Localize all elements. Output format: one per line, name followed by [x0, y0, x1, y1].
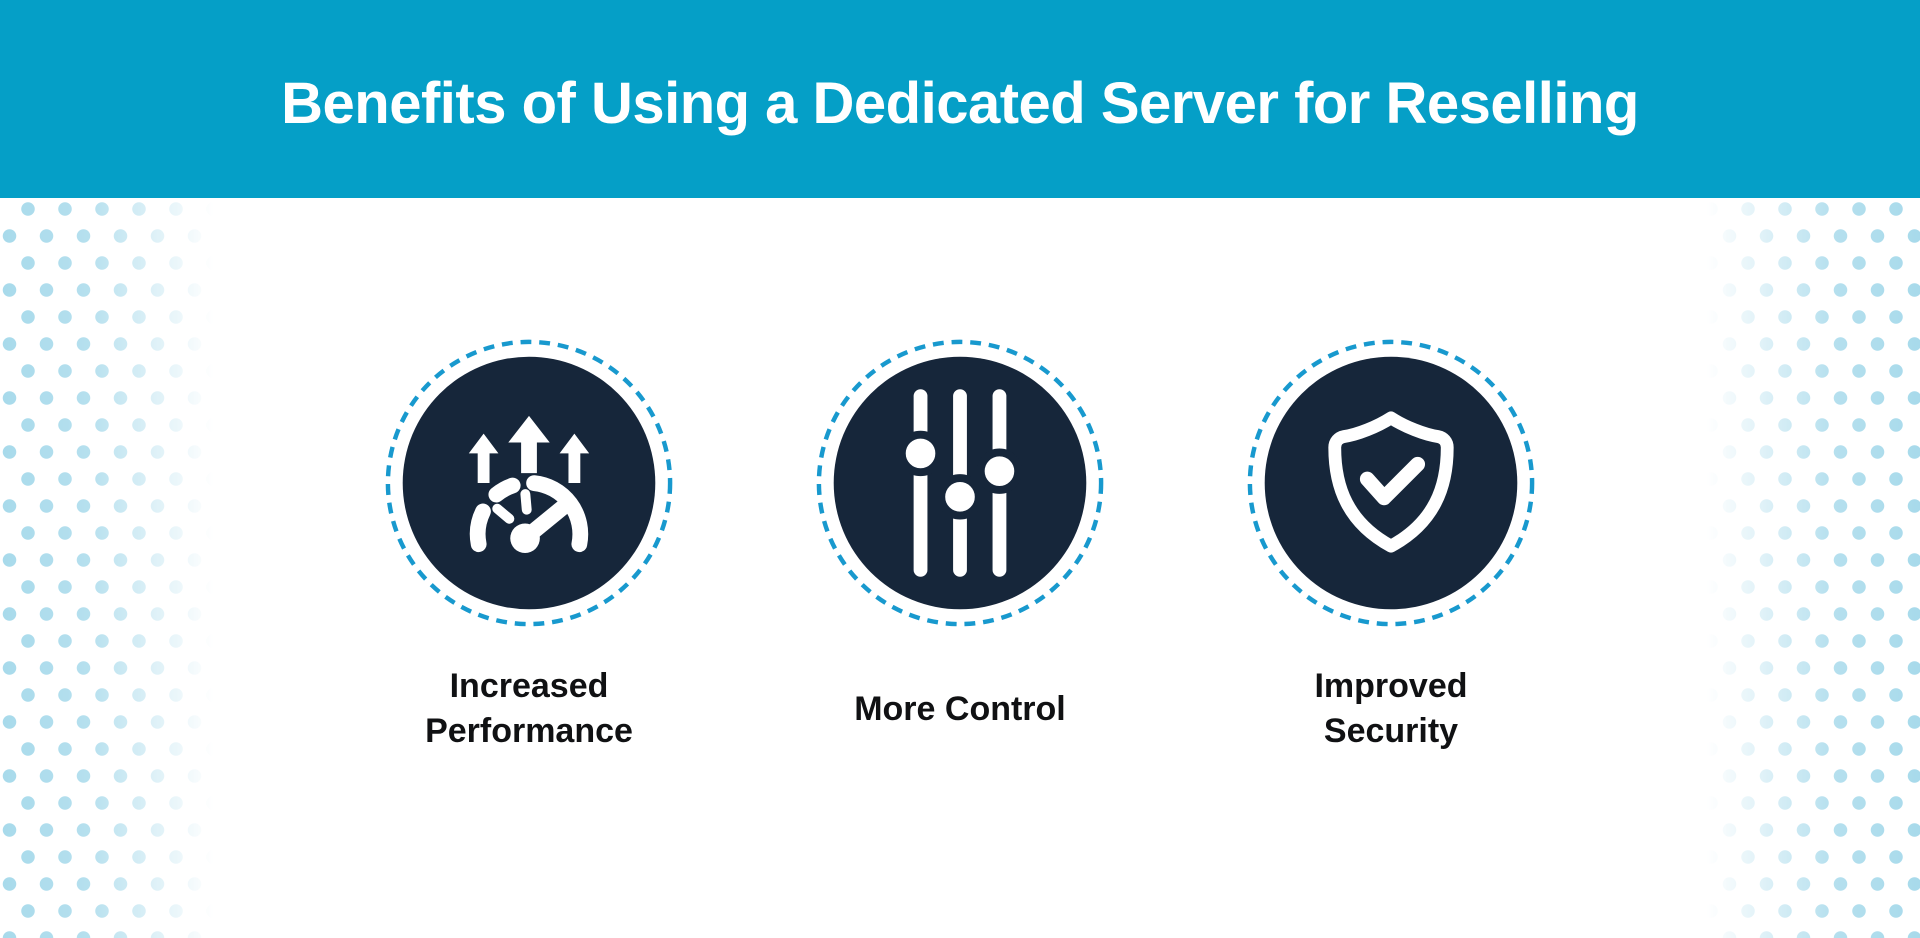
benefit-card-increased-performance: Increased Performance	[359, 335, 699, 763]
benefit-medallion	[812, 335, 1108, 631]
dashed-ring	[816, 339, 1104, 627]
benefit-medallion	[381, 335, 677, 631]
page-title: Benefits of Using a Dedicated Server for…	[281, 70, 1639, 136]
dashed-ring	[385, 339, 673, 627]
speedometer-glyph	[468, 415, 590, 554]
header-banner: Benefits of Using a Dedicated Server for…	[0, 0, 1920, 198]
sliders-glyph	[897, 389, 1023, 577]
shield-check-icon	[1247, 339, 1535, 627]
benefit-card-improved-security: Improved Security	[1221, 335, 1561, 763]
benefit-label: More Control	[854, 689, 1066, 728]
benefits-row: Increased Performance Mo	[0, 198, 1920, 763]
sliders-icon	[816, 339, 1104, 627]
dashed-ring	[1247, 339, 1535, 627]
speedometer-up-arrows-icon	[385, 339, 673, 627]
benefit-medallion	[1243, 335, 1539, 631]
benefit-card-more-control: More Control	[790, 335, 1130, 763]
shield-check-glyph	[1328, 411, 1454, 553]
benefit-label: Improved Security	[1314, 667, 1468, 750]
benefit-label: Increased Performance	[425, 667, 633, 750]
